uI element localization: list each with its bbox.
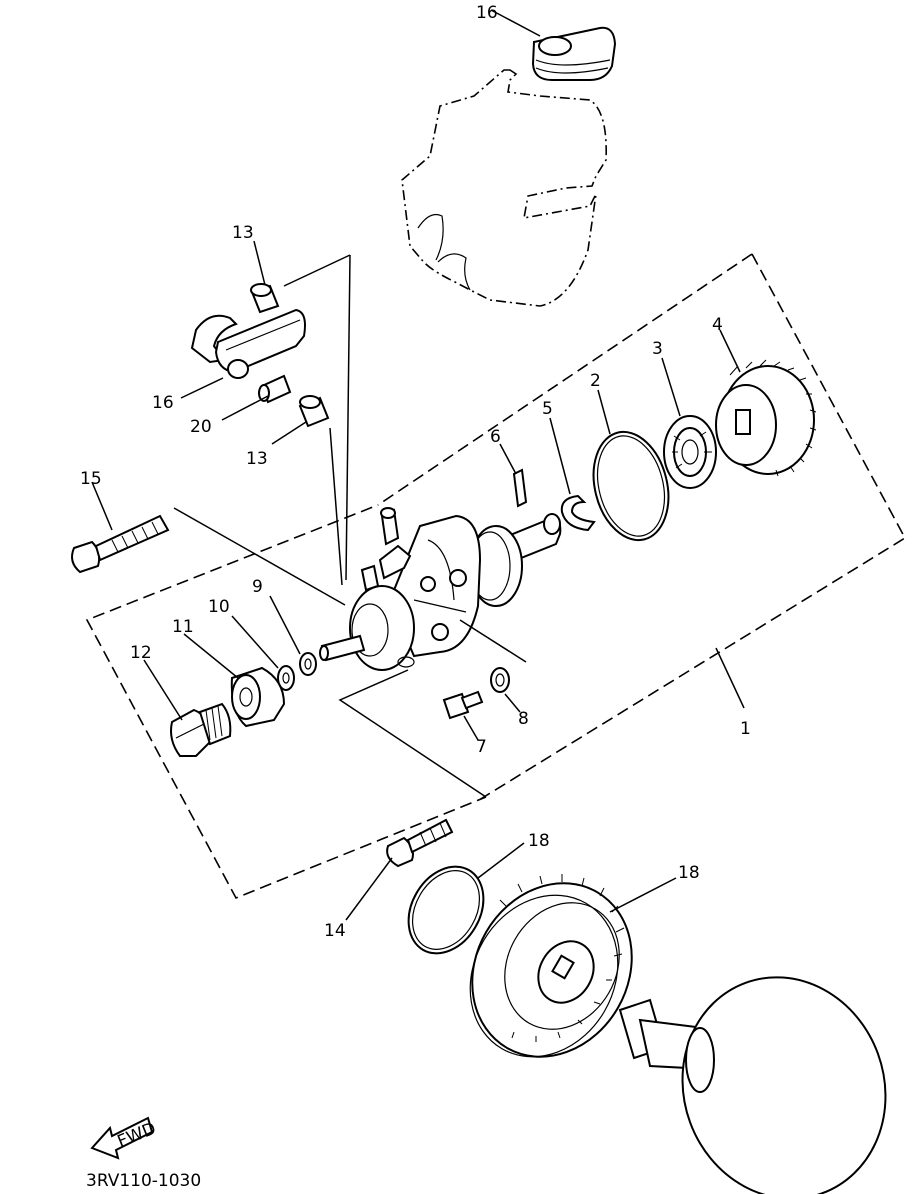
part-12-plug-bolt xyxy=(170,702,232,757)
callout-10: 10 xyxy=(208,597,230,617)
callout-9: 9 xyxy=(252,577,263,597)
part-13-lower-plug xyxy=(298,395,330,428)
callout-6: 6 xyxy=(490,427,501,447)
leader-18 xyxy=(609,877,677,913)
leader-pump-side xyxy=(459,619,527,663)
crankcase-lobes xyxy=(417,213,471,291)
leader-6 xyxy=(499,443,517,475)
callout-19: 18 xyxy=(528,831,550,851)
callout-8: 8 xyxy=(518,709,529,729)
leader-3 xyxy=(661,357,681,417)
crankcase-outline xyxy=(401,69,607,307)
callout-18: 18 xyxy=(678,863,700,883)
leader-1 xyxy=(715,647,745,709)
part-4-gear xyxy=(715,359,817,477)
part-11-cap-nut xyxy=(230,666,286,728)
part-3-bearing xyxy=(663,415,717,489)
leader-4 xyxy=(719,329,741,373)
callout-17: 16 xyxy=(476,3,498,23)
oil-pipe-group xyxy=(173,254,351,606)
callout-7: 7 xyxy=(476,737,487,757)
leader-19 xyxy=(477,842,525,879)
leader-10 xyxy=(231,615,279,669)
leader-16 xyxy=(180,377,224,399)
part-16-pipe-fitting xyxy=(190,308,306,379)
leader-8 xyxy=(504,693,521,713)
diagram-code: 3RV110-1030 xyxy=(86,1171,201,1191)
leader-pump-lower xyxy=(338,669,487,798)
leader-2 xyxy=(597,389,611,435)
callout-11: 11 xyxy=(172,617,194,637)
leader-5 xyxy=(549,417,571,495)
leader-17 xyxy=(490,9,541,37)
leader-7 xyxy=(463,715,479,741)
callout-3: 3 xyxy=(652,339,663,359)
callout-2: 2 xyxy=(590,371,601,391)
part-14-bolt xyxy=(386,818,454,868)
part-8-washer xyxy=(490,667,510,693)
part-2-o-ring xyxy=(592,430,670,542)
part-9-washer xyxy=(299,652,317,676)
part-5-circlip xyxy=(560,494,596,532)
leader-14 xyxy=(345,857,393,921)
part-10-washer xyxy=(277,665,295,691)
part-6-pin xyxy=(512,468,528,508)
part-19-o-ring xyxy=(407,865,485,955)
oil-pump-body xyxy=(319,507,562,671)
callout-5: 5 xyxy=(542,399,553,419)
part-18-rotor xyxy=(469,874,633,1058)
callout-4: 4 xyxy=(712,315,723,335)
callout-1: 1 xyxy=(740,719,751,739)
leader-12 xyxy=(143,659,183,721)
leader-15 xyxy=(91,481,113,531)
part-7-bolt xyxy=(442,690,484,720)
part-13-upper-plug xyxy=(250,283,280,314)
fwd-arrow-icon: FWD xyxy=(90,1116,159,1160)
callout-12: 12 xyxy=(130,643,152,663)
callout-labels: 16 13 4 3 2 16 5 20 6 13 15 9 10 11 12 8… xyxy=(80,3,751,941)
leader-11 xyxy=(183,633,239,679)
leader-13-upper xyxy=(253,240,266,286)
crankshaft xyxy=(618,976,887,1194)
callout-13-lower: 13 xyxy=(246,449,268,469)
callout-16: 16 xyxy=(152,393,174,413)
callout-20: 20 xyxy=(190,417,212,437)
leader-20 xyxy=(221,395,269,421)
leader-9 xyxy=(269,595,301,655)
part-17-cap xyxy=(531,26,617,81)
callout-15: 15 xyxy=(80,469,102,489)
callout-14: 14 xyxy=(324,921,346,941)
leader-13-lower xyxy=(271,421,307,445)
fwd-label: FWD xyxy=(115,1119,159,1152)
callout-13-upper: 13 xyxy=(232,223,254,243)
part-15-long-bolt xyxy=(71,514,170,574)
